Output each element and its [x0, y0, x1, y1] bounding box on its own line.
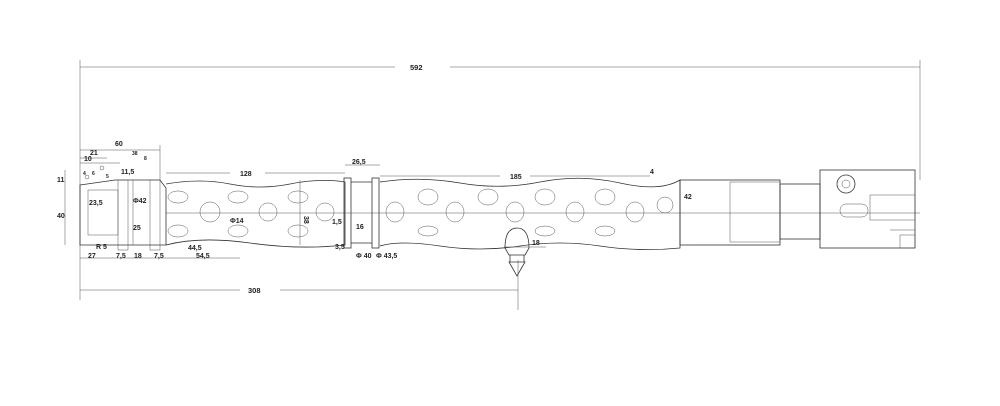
dim-4: 4: [83, 171, 86, 177]
dim-phi14: Φ14: [230, 218, 244, 225]
dim-592: 592: [410, 63, 423, 72]
overall-length-dimension: 592: [79, 60, 921, 300]
dim-38-tube: 38: [302, 216, 309, 224]
dim-1-5: 1,5: [332, 219, 342, 226]
dim-8: 8: [144, 156, 147, 162]
dim-3-5: 3,5: [335, 244, 345, 251]
dim-11-5: 11,5: [121, 169, 134, 176]
dim-11: 11: [57, 177, 65, 184]
dim-4-b: 4: [650, 169, 654, 176]
front-cap: [64, 145, 240, 259]
barrel-collar: [343, 164, 380, 249]
dim-26-5: 26,5: [352, 159, 366, 166]
dim-phi42: Φ42: [133, 198, 147, 205]
dim-27: 27: [88, 253, 96, 260]
dim-25: 25: [133, 225, 141, 232]
barrel-jacket: [165, 172, 920, 250]
dim-38-small: 38: [132, 151, 138, 157]
dim-42: 42: [684, 194, 692, 201]
bipod-mount: [504, 227, 546, 277]
dim-60: 60: [115, 141, 123, 148]
dim-r5: R 5: [96, 244, 107, 251]
dim-23-5: 23,5: [89, 200, 103, 207]
dim-7-5-b: 7,5: [154, 253, 164, 260]
dim-6: 6: [92, 171, 95, 177]
dim-10: 10: [84, 156, 92, 163]
dim-phi40: Φ 40: [356, 253, 372, 260]
dim-308: 308: [248, 286, 261, 295]
dim-phi43-5: Φ 43,5: [376, 253, 397, 260]
dim-7-5-a: 7,5: [116, 253, 126, 260]
dim-16: 16: [356, 224, 364, 231]
bipod-distance-dimension: 308: [80, 260, 519, 310]
dim-54-5: 54,5: [196, 253, 210, 260]
cooling-holes: [167, 188, 674, 238]
receiver: [679, 169, 916, 249]
dim-21: 21: [90, 150, 98, 157]
dim-185: 185: [510, 174, 522, 181]
dim-40: 40: [57, 213, 65, 220]
dim-44-5: 44,5: [188, 245, 202, 252]
dim-128: 128: [240, 171, 252, 178]
dim-5: 5: [106, 174, 109, 180]
dim-18-a: 18: [134, 253, 142, 260]
dim-18-b: 18: [532, 240, 540, 247]
